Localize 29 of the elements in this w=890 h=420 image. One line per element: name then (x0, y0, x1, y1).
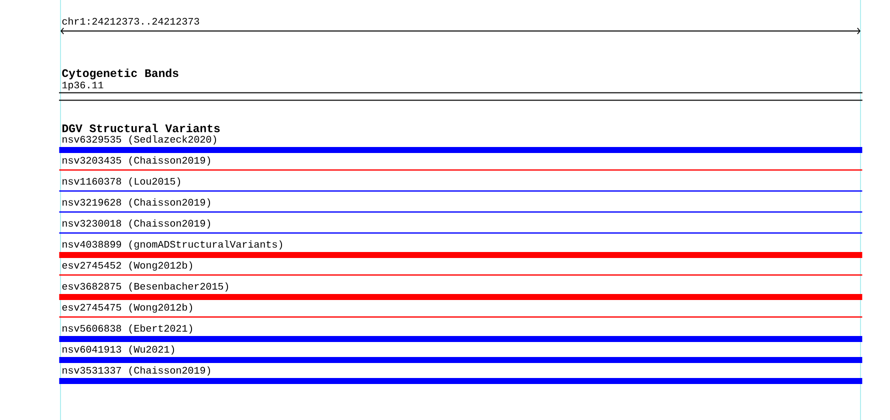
feature-bar (59, 294, 862, 300)
band-label: 1p36.11 (62, 82, 104, 90)
feature-label: nsv3203435 (Chaisson2019) (62, 156, 210, 166)
coordinate-label: chr1:24212373..24212373 (62, 17, 200, 25)
feature-label: nsv6041913 (Wu2021) (62, 345, 174, 355)
feature-bar (59, 378, 862, 384)
feature-line (59, 211, 862, 213)
feature-label: nsv3230018 (Chaisson2019) (62, 219, 210, 229)
feature-label: nsv1160378 (Lou2015) (62, 177, 180, 187)
feature-bar (59, 357, 862, 363)
feature-line (59, 232, 862, 234)
track-heading: Cytogenetic Bands (62, 68, 178, 80)
feature-line (59, 190, 862, 192)
feature-label: nsv3531337 (Chaisson2019) (62, 366, 210, 376)
feature-label: nsv3219628 (Chaisson2019) (62, 198, 210, 208)
feature-bar (59, 252, 862, 258)
feature-line (59, 169, 862, 171)
feature-label: nsv5606838 (Ebert2021) (62, 324, 192, 334)
feature-label: esv2745452 (Wong2012b) (62, 261, 192, 271)
feature-bar (59, 147, 862, 153)
feature-line (59, 274, 862, 276)
feature-label: nsv4038899 (gnomADStructuralVariants) (62, 240, 282, 250)
feature-bar (59, 336, 862, 342)
feature-label: nsv6329535 (Sedlazeck2020) (62, 135, 216, 145)
track-heading: DGV Structural Variants (62, 124, 220, 132)
feature-label: esv3682875 (Besenbacher2015) (62, 282, 228, 292)
feature-label: esv2745475 (Wong2012b) (62, 303, 192, 313)
band-box (58, 92, 863, 101)
feature-line (59, 316, 862, 318)
